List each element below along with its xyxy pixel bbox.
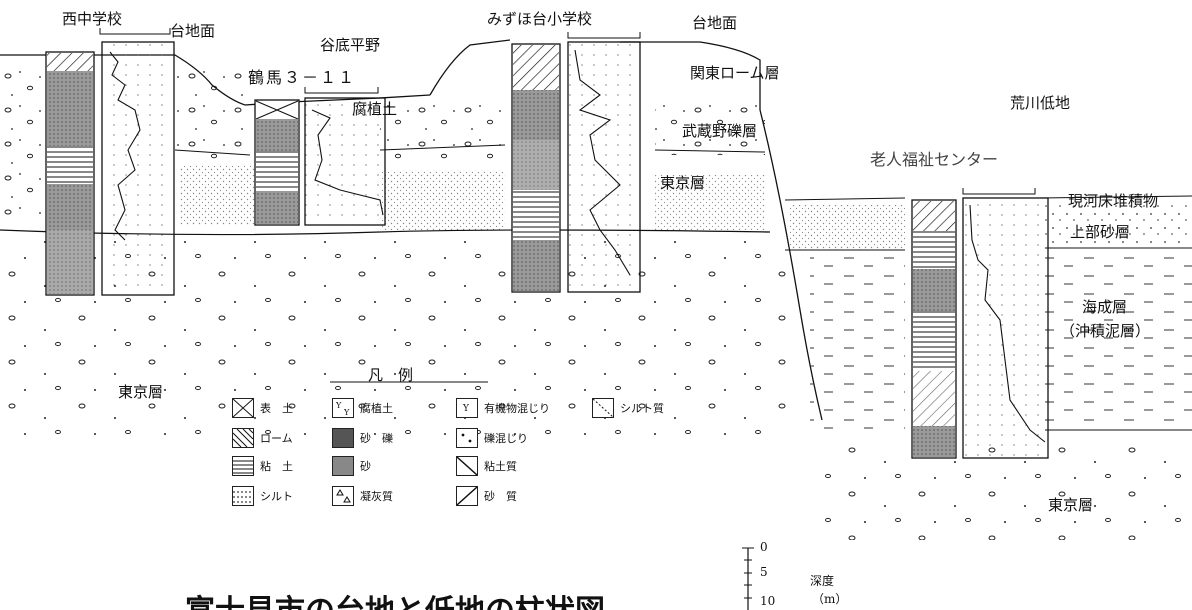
- legend-label: 砂: [360, 460, 371, 473]
- label-fushokudo: 腐植土: [352, 100, 398, 118]
- label-nishinaka: 西中学校: [62, 10, 123, 28]
- label-tokyo-right: 東京層: [1048, 496, 1094, 514]
- label-jobu: 上部砂層: [1070, 223, 1131, 241]
- svg-text:Y: Y: [462, 404, 470, 414]
- label-mizuhodai: みずほ台小学校: [487, 10, 593, 28]
- depth-tick-0: 0: [760, 540, 768, 554]
- legend-title: 凡 例: [368, 366, 414, 384]
- legend-label: 有機物混じり: [484, 402, 550, 415]
- legend-label: 腐植土: [360, 402, 393, 415]
- depth-scale: [742, 547, 754, 610]
- legend-item-sareki: 砂 礫: [332, 428, 393, 448]
- label-kanto-loam: 関東ローム層: [690, 64, 780, 82]
- clayey-icon: [456, 456, 478, 476]
- legend-label: 礫混じり: [484, 432, 528, 445]
- legend-item-silt-shitsu: シルト質: [592, 398, 664, 418]
- silty-icon: [592, 398, 614, 418]
- label-kaisei: 海成層: [1082, 298, 1128, 316]
- label-chuseki: （沖積泥層）: [1060, 322, 1151, 340]
- borehole-nishinaka: [45, 28, 175, 296]
- legend-label: 凝灰質: [360, 490, 393, 503]
- gravel-icon: [332, 428, 354, 448]
- legend-item-loam: ローム: [232, 428, 293, 448]
- organic-icon: Y: [456, 398, 478, 418]
- borehole-mizuhodai: [511, 32, 641, 293]
- sand-icon: [332, 456, 354, 476]
- label-daichimen-left: 台地面: [170, 22, 216, 40]
- silt-icon: [232, 486, 254, 506]
- svg-text:Y: Y: [343, 408, 350, 417]
- legend-label: 粘 土: [260, 460, 293, 473]
- label-tokyo-mid: 東京層: [660, 174, 706, 192]
- legend-item-rekimajiri: 礫混じり: [456, 428, 528, 448]
- legend-item-nendo: 粘 土: [232, 456, 293, 476]
- legend-item-suna: 砂: [332, 456, 371, 476]
- label-arakawa: 荒川低地: [1010, 94, 1071, 112]
- legend-item-yukibutsu: Y 有機物混じり: [456, 398, 550, 418]
- label-daichimen-right: 台地面: [692, 14, 738, 32]
- legend-item-hyodo: 表 土: [232, 398, 293, 418]
- legend-item-nendoshitsu: 粘土質: [456, 456, 517, 476]
- legend-label: シルト質: [620, 402, 664, 415]
- figure-title: 富士見市の台地と低地の柱状図: [185, 586, 605, 610]
- legend-label: 粘土質: [484, 460, 517, 473]
- label-tsuruma: 鶴馬３－１１: [248, 68, 357, 87]
- depth-tick-5: 5: [760, 565, 768, 579]
- legend-label: ローム: [260, 432, 293, 445]
- sandy-icon: [456, 486, 478, 506]
- legend-item-sunashitsu: 砂 質: [456, 486, 517, 506]
- svg-text:Y: Y: [335, 401, 342, 410]
- legend-label: 砂 質: [484, 490, 517, 503]
- label-tanisoko: 谷底平野: [320, 36, 381, 54]
- legend-label: 砂 礫: [360, 432, 393, 445]
- legend-label: シルト: [260, 490, 293, 503]
- x-box-icon: [232, 398, 254, 418]
- legend-label: 表 土: [260, 402, 293, 415]
- label-tokyo-left: 東京層: [118, 383, 164, 401]
- depth-unit: （m）: [812, 592, 848, 606]
- label-genkasho: 現河床堆積物: [1068, 192, 1159, 210]
- pebble-icon: [456, 428, 478, 448]
- legend-item-silt: シルト: [232, 486, 293, 506]
- borehole-rojin: [911, 188, 1049, 459]
- depth-label: 深度: [810, 574, 835, 588]
- tuff-icon: [332, 486, 354, 506]
- depth-tick-10: 10: [760, 594, 776, 608]
- label-rojin: 老人福祉センター: [870, 150, 999, 169]
- borehole-tsuruma: [254, 87, 386, 226]
- label-musashino: 武蔵野礫層: [682, 122, 758, 140]
- hatch-loam-icon: [232, 428, 254, 448]
- legend-item-gyokaishitsu: 凝灰質: [332, 486, 393, 506]
- clay-icon: [232, 456, 254, 476]
